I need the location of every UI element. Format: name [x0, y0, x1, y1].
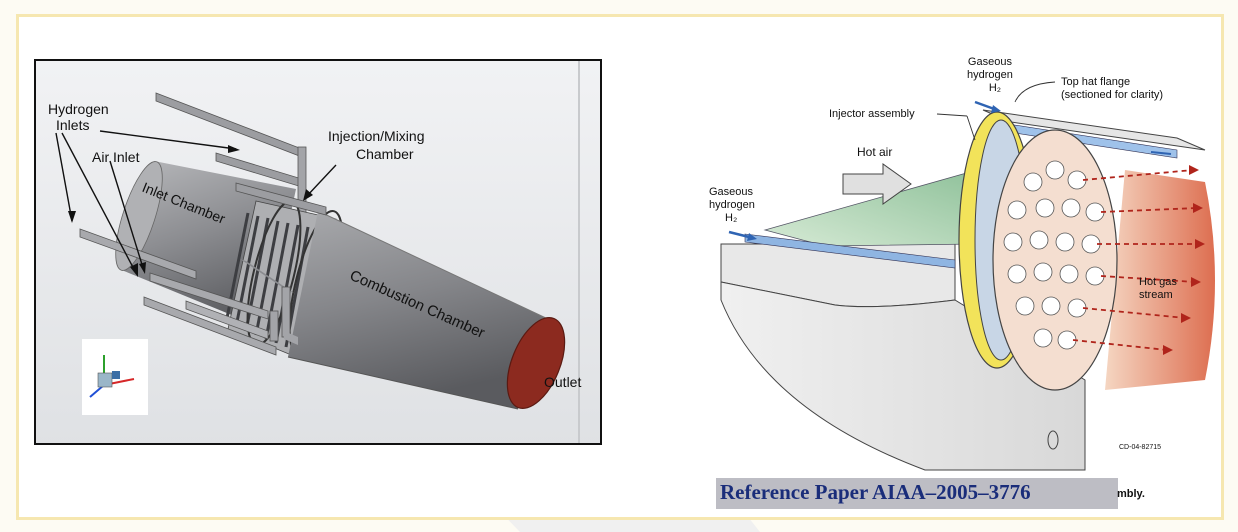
- reference-highlight: [716, 478, 1118, 509]
- outlet-label: Outlet: [544, 374, 582, 390]
- top-hat-flange-label: Top hat flange(sectioned for clarity): [1061, 76, 1163, 102]
- gaseous-hydrogen-left-line2: hydrogen: [709, 199, 755, 211]
- top-hat-flange-line2: (sectioned for clarity): [1061, 89, 1164, 101]
- gaseous-hydrogen-left-line1: Gaseous: [709, 186, 754, 198]
- top-hat-flange-line1: Top hat flange: [1061, 76, 1131, 88]
- gaseous-hydrogen-top-line2: hydrogen: [967, 69, 1013, 81]
- injection-mixing-chamber-label-line2: Chamber: [356, 146, 414, 162]
- gaseous-hydrogen-top-line3: H₂: [988, 82, 1002, 94]
- caption-tail-text: mbly.: [1117, 488, 1145, 500]
- drawing-code-label: CD-04-82715: [1119, 444, 1162, 451]
- injector-assembly-label: Injector assembly: [829, 108, 915, 120]
- reference-paper-text: Reference Paper AIAA–2005–3776: [720, 480, 1031, 504]
- injection-mixing-chamber-label-line1: Injection/Mixing: [328, 128, 425, 144]
- hydrogen-inlets-label-line2: Inlets: [56, 117, 90, 133]
- gaseous-hydrogen-top-line1: Gaseous: [967, 56, 1012, 68]
- hot-air-label: Hot air: [857, 145, 893, 159]
- air-inlet-label: Air Inlet: [92, 149, 140, 165]
- hot-gas-stream-line1: Hot gas: [1139, 276, 1177, 288]
- hot-gas-stream-line2: stream: [1139, 289, 1173, 301]
- gaseous-hydrogen-left-line3: H₂: [725, 212, 738, 224]
- hydrogen-inlets-label-line1: Hydrogen: [48, 101, 109, 117]
- injector-assembly-drawing: [720, 81, 1215, 471]
- combustor-cad-drawing: [36, 61, 600, 443]
